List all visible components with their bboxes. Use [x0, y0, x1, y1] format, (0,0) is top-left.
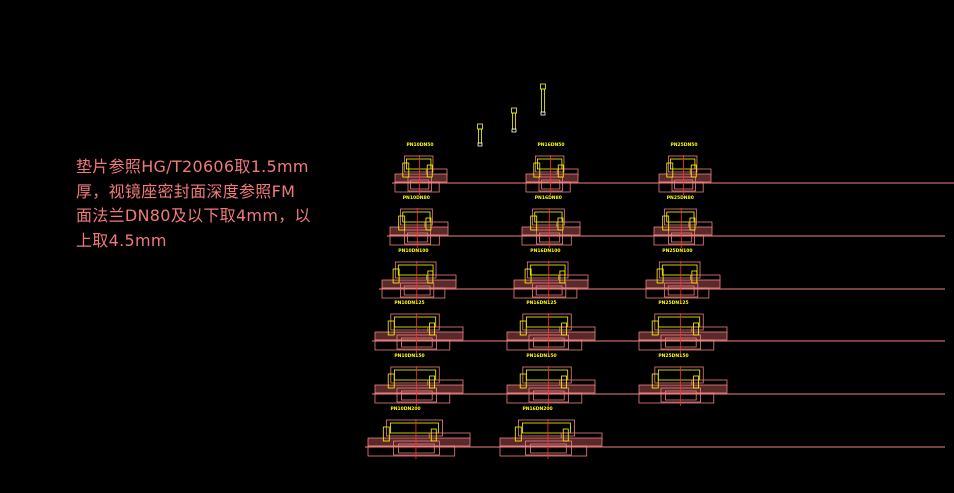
- detail-label: PN16DN100: [530, 248, 560, 254]
- detail-label: PN10DN100: [398, 248, 428, 254]
- sight-glass-seat-detail: PN10DN125: [374, 300, 464, 353]
- sight-glass-seat-detail: PN10DN200: [367, 406, 471, 459]
- detail-label: PN25DN125: [658, 300, 688, 306]
- detail-label: PN16DN50: [537, 142, 564, 148]
- detail-label: PN16DN200: [522, 406, 552, 412]
- note-line-1: 垫片参照HG/T20606取1.5mm: [76, 157, 309, 176]
- sight-glass-seat-detail: PN16DN50: [525, 142, 579, 195]
- gasket-note: 垫片参照HG/T20606取1.5mm 厚，视镜座密封面深度参照FM 面法兰DN…: [76, 155, 311, 253]
- sight-glass-seat-detail: PN10DN100: [381, 248, 457, 301]
- sight-glass-seat-detail: PN16DN80: [521, 195, 581, 248]
- detail-label: PN16DN80: [535, 195, 562, 201]
- note-line-2: 厚，视镜座密封面深度参照FM: [76, 181, 296, 201]
- bolt-detail: [540, 83, 546, 116]
- sight-glass-seat-detail: PN10DN150: [374, 353, 464, 406]
- sight-glass-seat-detail: PN16DN125: [506, 300, 596, 353]
- detail-label: PN25DN80: [667, 195, 694, 201]
- detail-label: PN16DN125: [526, 300, 556, 306]
- detail-label: PN25DN50: [670, 142, 697, 148]
- detail-label: PN25DN150: [658, 353, 688, 359]
- sight-glass-seat-detail: PN25DN150: [638, 353, 728, 406]
- detail-label: PN10DN80: [403, 195, 430, 201]
- note-line-3: 面法兰DN80及以下取4mm，以: [76, 206, 311, 225]
- sight-glass-seat-detail: PN25DN80: [653, 195, 713, 248]
- detail-label: PN16DN150: [526, 353, 556, 359]
- bolt-detail: [477, 123, 483, 147]
- sight-glass-seat-detail: PN10DN50: [394, 142, 448, 195]
- detail-label: PN10DN200: [390, 406, 420, 412]
- sight-glass-seat-detail: PN25DN50: [658, 142, 712, 195]
- sight-glass-seat-detail: PN16DN100: [513, 248, 589, 301]
- detail-label: PN10DN125: [394, 300, 424, 306]
- sight-glass-seat-detail: PN25DN100: [645, 248, 721, 301]
- bolt-detail: [511, 107, 517, 133]
- sight-glass-seat-detail: PN16DN150: [506, 353, 596, 406]
- detail-label: PN10DN150: [394, 353, 424, 359]
- sight-glass-seat-detail: PN10DN80: [389, 195, 449, 248]
- note-line-4: 上取4.5mm: [76, 230, 167, 250]
- sight-glass-seat-detail: PN16DN200: [499, 406, 603, 459]
- detail-label: PN25DN100: [662, 248, 692, 254]
- sight-glass-seat-detail: PN25DN125: [638, 300, 728, 353]
- detail-label: PN10DN50: [406, 142, 433, 148]
